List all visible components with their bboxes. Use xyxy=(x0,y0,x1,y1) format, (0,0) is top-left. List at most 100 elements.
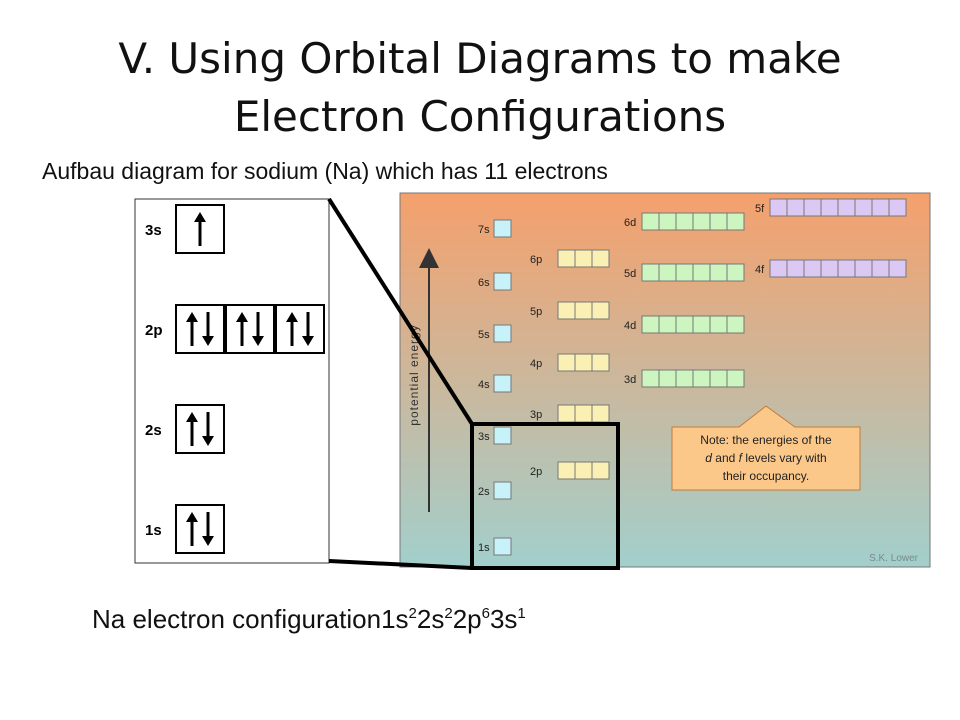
orbital-label-1s: 1s xyxy=(145,522,162,539)
orbital-label-3s: 3s xyxy=(145,222,162,239)
f-orbital-box-4f xyxy=(871,259,890,278)
zoom-connector-bottom xyxy=(328,559,473,570)
d-orbital-box-3d xyxy=(692,369,711,388)
d-orbital-box-6d xyxy=(709,212,728,231)
d-orbital-box-4d xyxy=(675,315,694,334)
f-orbital-box-5f xyxy=(888,198,907,217)
p-orbital-box-2p xyxy=(574,461,593,480)
note-f: f xyxy=(739,451,744,465)
electron-up-arrow xyxy=(286,312,298,346)
level-label-3p: 3p xyxy=(530,409,542,421)
level-label-5s: 5s xyxy=(478,329,490,341)
s-orbital-box-2s xyxy=(493,481,512,500)
config-term-2p: 2p xyxy=(452,604,482,634)
orbital-diagram: 3s 2p 2s 1s xyxy=(145,204,325,554)
note-line-1: Note: the energies of the xyxy=(700,433,832,447)
config-term-2s: 2s xyxy=(416,604,445,634)
orbital-diagram-panel xyxy=(134,198,330,564)
electron-down-arrow xyxy=(252,312,264,346)
f-orbital-box-5f xyxy=(769,198,788,217)
d-orbital-box-5d xyxy=(658,263,677,282)
d-orbital-box-3d xyxy=(658,369,677,388)
p-orbital-box-3p xyxy=(557,404,576,423)
d-orbital-box-6d xyxy=(726,212,745,231)
electron-down-arrow xyxy=(302,312,314,346)
orbital-box-1s-1 xyxy=(175,504,225,554)
electron-up-arrow xyxy=(186,412,198,446)
s-orbital-box-7s xyxy=(493,219,512,238)
d-orbital-box-6d xyxy=(641,212,660,231)
orbital-box-2p-1 xyxy=(175,304,225,354)
p-orbital-box-4p xyxy=(557,353,576,372)
p-orbital-box-2p xyxy=(591,461,610,480)
level-label-4d: 4d xyxy=(624,320,636,332)
note-vary: levels vary with xyxy=(742,451,827,465)
level-label-1s: 1s xyxy=(478,542,490,554)
d-orbital-box-6d xyxy=(675,212,694,231)
d-orbital-box-3d xyxy=(726,369,745,388)
config-sup-2s: 2 xyxy=(444,605,453,622)
f-orbital-box-5f xyxy=(871,198,890,217)
config-sup-2p: 6 xyxy=(481,605,490,622)
orbital-box-2p-2 xyxy=(225,304,275,354)
p-orbital-box-5p xyxy=(591,301,610,320)
note-line-2: d and f levels vary with xyxy=(705,451,826,465)
note-and: and xyxy=(712,451,739,465)
s-orbital-box-3s xyxy=(493,426,512,445)
p-orbital-box-2p xyxy=(557,461,576,480)
p-orbital-box-6p xyxy=(557,249,576,268)
electron-up-arrow xyxy=(186,312,198,346)
config-prefix: Na electron configuration xyxy=(92,604,382,634)
s-orbital-box-4s xyxy=(493,374,512,393)
orbital-label-2p: 2p xyxy=(145,322,163,339)
p-orbital-box-5p xyxy=(574,301,593,320)
level-label-5d: 5d xyxy=(624,268,636,280)
d-orbital-box-5d xyxy=(709,263,728,282)
f-orbital-box-4f xyxy=(786,259,805,278)
d-orbital-box-4d xyxy=(692,315,711,334)
electron-configuration: Na electron configuration1s22s22p63s1 xyxy=(92,604,526,635)
f-orbital-box-5f xyxy=(786,198,805,217)
f-orbital-box-5f xyxy=(854,198,873,217)
level-label-2s: 2s xyxy=(478,486,490,498)
d-orbital-box-3d xyxy=(675,369,694,388)
s-orbital-box-5s xyxy=(493,324,512,343)
level-label-2p: 2p xyxy=(530,466,542,478)
f-orbital-box-4f xyxy=(854,259,873,278)
level-label-4s: 4s xyxy=(478,379,490,391)
d-orbital-box-4d xyxy=(641,315,660,334)
level-label-4f: 4f xyxy=(755,264,765,276)
p-orbital-box-3p xyxy=(574,404,593,423)
d-orbital-box-4d xyxy=(726,315,745,334)
d-orbital-box-6d xyxy=(692,212,711,231)
electron-down-arrow xyxy=(202,312,214,346)
orbital-label-2s: 2s xyxy=(145,422,162,439)
f-orbital-box-4f xyxy=(888,259,907,278)
d-orbital-box-5d xyxy=(726,263,745,282)
note-d: d xyxy=(705,451,712,465)
p-orbital-box-4p xyxy=(591,353,610,372)
d-orbital-box-3d xyxy=(641,369,660,388)
level-label-5f: 5f xyxy=(755,203,765,215)
f-orbital-box-4f xyxy=(803,259,822,278)
orbital-box-2p-3 xyxy=(275,304,325,354)
f-orbital-box-5f xyxy=(837,198,856,217)
orbital-box-2s-1 xyxy=(175,404,225,454)
p-orbital-box-6p xyxy=(574,249,593,268)
p-orbital-box-6p xyxy=(591,249,610,268)
d-orbital-box-5d xyxy=(675,263,694,282)
config-term-3s: 3s xyxy=(489,604,518,634)
f-orbital-box-4f xyxy=(820,259,839,278)
energy-axis-label: potential energy xyxy=(407,324,421,425)
level-label-6d: 6d xyxy=(624,217,636,229)
p-orbital-box-4p xyxy=(574,353,593,372)
config-sup-3s: 1 xyxy=(517,605,526,622)
s-orbital-box-1s xyxy=(493,537,512,556)
title-line-1: V. Using Orbital Diagrams to make xyxy=(118,34,842,83)
note-line-3: their occupancy. xyxy=(723,469,810,483)
p-orbital-box-5p xyxy=(557,301,576,320)
p-orbital-box-3p xyxy=(591,404,610,423)
config-term-1s: 1s xyxy=(381,604,409,634)
